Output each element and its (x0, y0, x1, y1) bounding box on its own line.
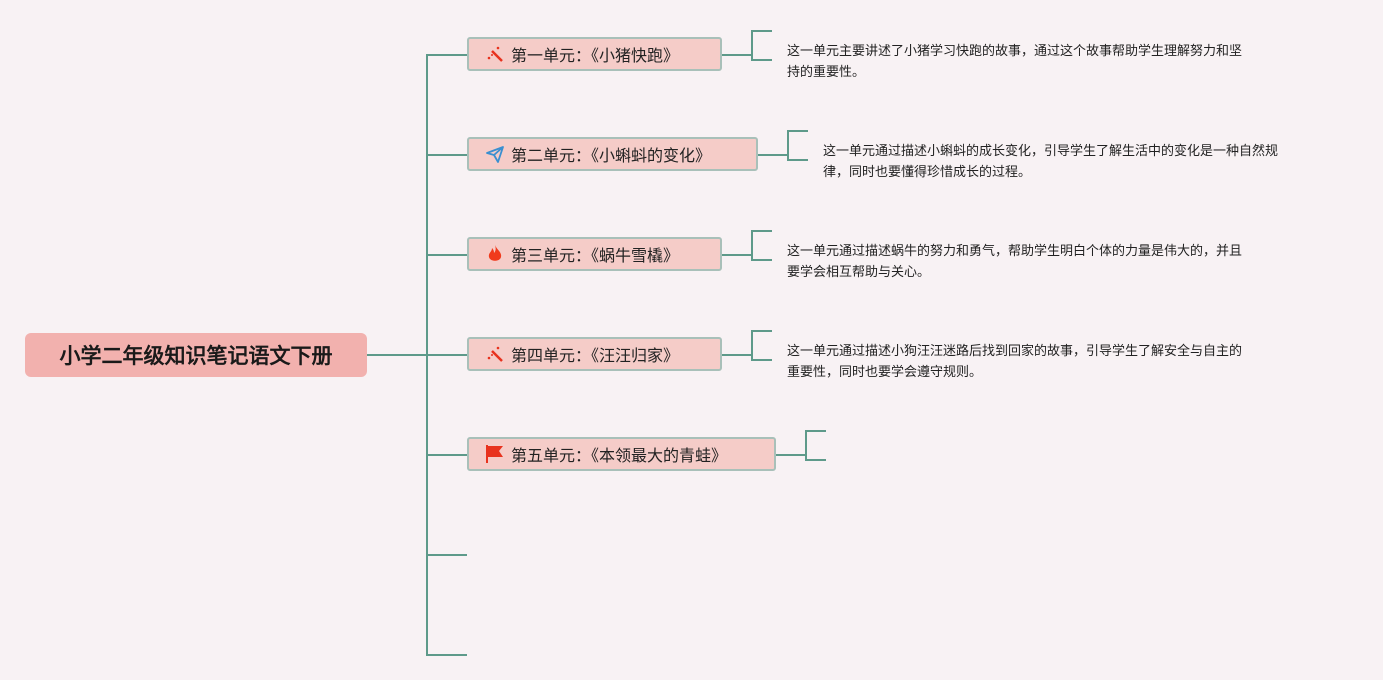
unit-2-topic[interactable]: 第二单元：《小蝌蚪的变化》 (467, 137, 758, 171)
unit-2-description[interactable]: 这一单元通过描述小蝌蚪的成长变化，引导学生了解生活中的变化是一种自然规律，同时也… (823, 144, 1279, 180)
paper-plane-icon (486, 146, 504, 163)
unit-title: 第五单元：《本领最大的青蛙》 (511, 446, 728, 465)
unit-5-topic[interactable]: 第五单元：《本领最大的青蛙》 (467, 437, 776, 471)
unit-1-description[interactable]: 这一单元主要讲述了小猪学习快跑的故事，通过这个故事帮助学生理解努力和坚持的重要性… (787, 44, 1243, 80)
branch-line (426, 254, 467, 256)
unit-title: 第一单元：《小猪快跑》 (511, 46, 680, 65)
magic-wand-icon (487, 346, 503, 362)
flag-icon (486, 445, 503, 463)
branch-line (426, 154, 467, 156)
unit-title: 第三单元：《蜗牛雪橇》 (511, 246, 680, 265)
unit-3-topic[interactable]: 第三单元：《蜗牛雪橇》 (467, 237, 722, 271)
unit-1-topic[interactable]: 第一单元：《小猪快跑》 (467, 37, 722, 71)
branch-line-empty (426, 654, 467, 656)
branch-line (426, 54, 467, 56)
root-topic[interactable]: 小学二年级知识笔记语文下册 (25, 333, 367, 377)
root-title: 小学二年级知识笔记语文下册 (59, 344, 333, 368)
branch-line (426, 454, 467, 456)
unit-4-description[interactable]: 这一单元通过描述小狗汪汪迷路后找到回家的故事，引导学生了解安全与自主的重要性，同… (787, 344, 1243, 380)
root-connector (367, 354, 427, 356)
unit-title: 第二单元：《小蝌蚪的变化》 (511, 146, 712, 165)
branch-line (426, 354, 467, 356)
fire-icon (488, 245, 502, 261)
unit-3-description[interactable]: 这一单元通过描述蜗牛的努力和勇气，帮助学生明白个体的力量是伟大的，并且要学会相互… (787, 244, 1243, 280)
branch-line-empty (426, 554, 467, 556)
magic-wand-icon (487, 46, 503, 62)
unit-4-topic[interactable]: 第四单元：《汪汪归家》 (467, 337, 722, 371)
unit-title: 第四单元：《汪汪归家》 (511, 346, 680, 365)
